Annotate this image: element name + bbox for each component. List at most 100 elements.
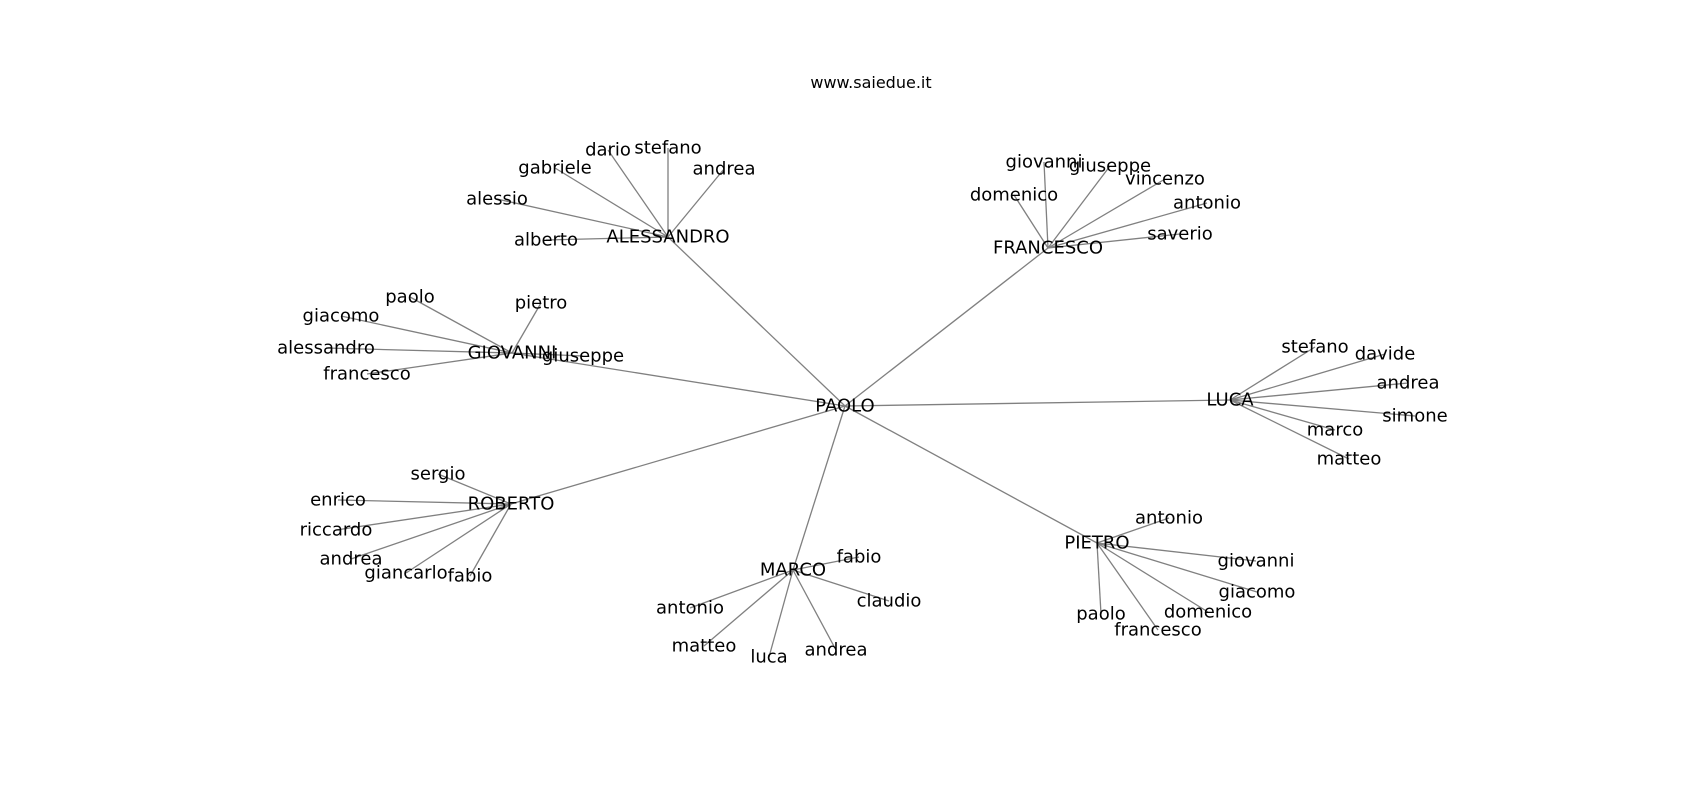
edge-center-to-hub <box>844 247 1049 407</box>
edge-hub-to-leaf <box>1229 346 1316 401</box>
edge-hub-to-leaf <box>511 302 542 354</box>
leaf-node-label: saverio <box>1147 224 1213 245</box>
edge-hub-to-leaf <box>469 503 512 577</box>
hub-node-label: LUCA <box>1206 390 1254 411</box>
leaf-node-label: riccardo <box>300 520 373 541</box>
leaf-node-label: antonio <box>1173 193 1241 214</box>
edge-hub-to-leaf <box>409 296 513 354</box>
edge-hub-to-leaf <box>325 347 513 354</box>
leaf-node-label: pietro <box>515 293 568 314</box>
leaf-node-label: vincenzo <box>1125 169 1205 190</box>
edge-hub-to-leaf <box>1013 194 1049 249</box>
edge-hub-to-leaf <box>405 503 512 574</box>
leaf-node-label: francesco <box>323 364 410 385</box>
edge-hub-to-leaf <box>1229 399 1336 431</box>
edge-hub-to-leaf <box>340 315 513 354</box>
leaf-node-label: paolo <box>1076 604 1125 625</box>
edge-hub-to-leaf <box>350 503 512 560</box>
edge-hub-to-leaf <box>335 503 512 531</box>
edge-hub-to-leaf <box>768 569 794 658</box>
leaf-node-label: fabio <box>448 566 493 587</box>
leaf-node-label: giacomo <box>1219 582 1296 603</box>
center-node-label: PAOLO <box>815 396 874 417</box>
edge-hub-to-leaf <box>366 352 513 375</box>
leaf-node-label: antonio <box>1135 508 1203 529</box>
edge-hub-to-leaf <box>1096 542 1258 593</box>
edge-hub-to-leaf <box>496 198 669 238</box>
leaf-node-label: luca <box>750 647 787 668</box>
hub-node-label: GIOVANNI <box>468 343 557 364</box>
leaf-node-label: dario <box>585 140 631 161</box>
leaf-node-label: giacomo <box>303 306 380 327</box>
edge-hub-to-leaf <box>1096 542 1102 615</box>
leaf-node-label: stefano <box>1281 337 1348 358</box>
leaf-node-label: claudio <box>857 591 922 612</box>
edge-center-to-hub <box>510 405 846 505</box>
leaf-node-label: simone <box>1382 406 1447 427</box>
leaf-node-label: domenico <box>1164 602 1252 623</box>
leaf-node-label: giovanni <box>1006 152 1083 173</box>
edge-hub-to-leaf <box>792 569 890 602</box>
leaf-node-label: matteo <box>1317 449 1382 470</box>
leaf-node-label: francesco <box>1114 620 1201 641</box>
hub-node-label: FRANCESCO <box>993 238 1103 259</box>
edge-hub-to-leaf <box>1229 353 1386 401</box>
edge-center-to-hub <box>511 352 846 407</box>
edge-hub-to-leaf <box>337 499 512 505</box>
hub-node-label: ROBERTO <box>468 494 555 515</box>
leaf-node-label: giuseppe <box>542 346 624 367</box>
edge-hub-to-leaf <box>545 236 669 241</box>
leaf-node-label: andrea <box>1377 373 1440 394</box>
leaf-node-label: stefano <box>634 138 701 159</box>
edge-center-to-hub <box>792 405 846 571</box>
edge-hub-to-leaf <box>1047 202 1208 249</box>
leaf-node-label: matteo <box>672 636 737 657</box>
leaf-node-label: andrea <box>805 640 868 661</box>
edges-layer <box>325 148 1416 658</box>
edge-hub-to-leaf <box>1096 542 1209 613</box>
edge-hub-to-leaf <box>1047 165 1111 249</box>
leaf-node-label: paolo <box>385 287 434 308</box>
edge-hub-to-leaf <box>437 473 512 505</box>
leaf-node-label: fabio <box>837 547 882 568</box>
leaf-node-label: enrico <box>310 490 366 511</box>
leaf-node-label: alberto <box>514 230 578 251</box>
edge-hub-to-leaf <box>511 352 584 357</box>
edge-hub-to-leaf <box>607 149 669 238</box>
edge-hub-to-leaf <box>689 569 794 609</box>
edge-center-to-hub <box>844 399 1231 407</box>
hub-node-label: PIETRO <box>1064 533 1129 554</box>
edge-hub-to-leaf <box>1229 399 1416 417</box>
edge-hub-to-leaf <box>1096 517 1170 544</box>
leaf-node-label: alessio <box>466 189 528 210</box>
edge-hub-to-leaf <box>1047 178 1166 249</box>
edge-hub-to-leaf <box>1043 161 1049 249</box>
edge-center-to-hub <box>844 405 1098 544</box>
leaf-node-label: sergio <box>411 464 466 485</box>
leaf-node-label: giancarlo <box>364 563 447 584</box>
leaf-node-label: andrea <box>320 549 383 570</box>
edge-hub-to-leaf <box>554 167 669 238</box>
edge-hub-to-leaf <box>703 569 794 647</box>
leaf-node-label: domenico <box>970 185 1058 206</box>
leaf-node-label: giuseppe <box>1069 156 1151 177</box>
edge-center-to-hub <box>667 236 846 407</box>
leaf-node-label: marco <box>1307 420 1363 441</box>
edge-hub-to-leaf <box>792 569 837 651</box>
edge-hub-to-leaf <box>1229 399 1350 460</box>
leaf-node-label: giovanni <box>1218 551 1295 572</box>
edge-hub-to-leaf <box>792 556 860 571</box>
leaf-node-label: andrea <box>693 159 756 180</box>
edge-hub-to-leaf <box>1096 542 1257 562</box>
leaf-node-label: antonio <box>656 598 724 619</box>
leaf-node-label: gabriele <box>518 158 591 179</box>
edge-hub-to-leaf <box>1096 542 1159 631</box>
hub-node-label: MARCO <box>760 560 826 581</box>
edge-hub-to-leaf <box>1047 233 1181 249</box>
edge-hub-to-leaf <box>667 168 725 238</box>
edge-hub-to-leaf <box>1229 382 1409 401</box>
watermark-text: www.saiedue.it <box>810 73 931 92</box>
leaf-node-label: davide <box>1355 344 1416 365</box>
